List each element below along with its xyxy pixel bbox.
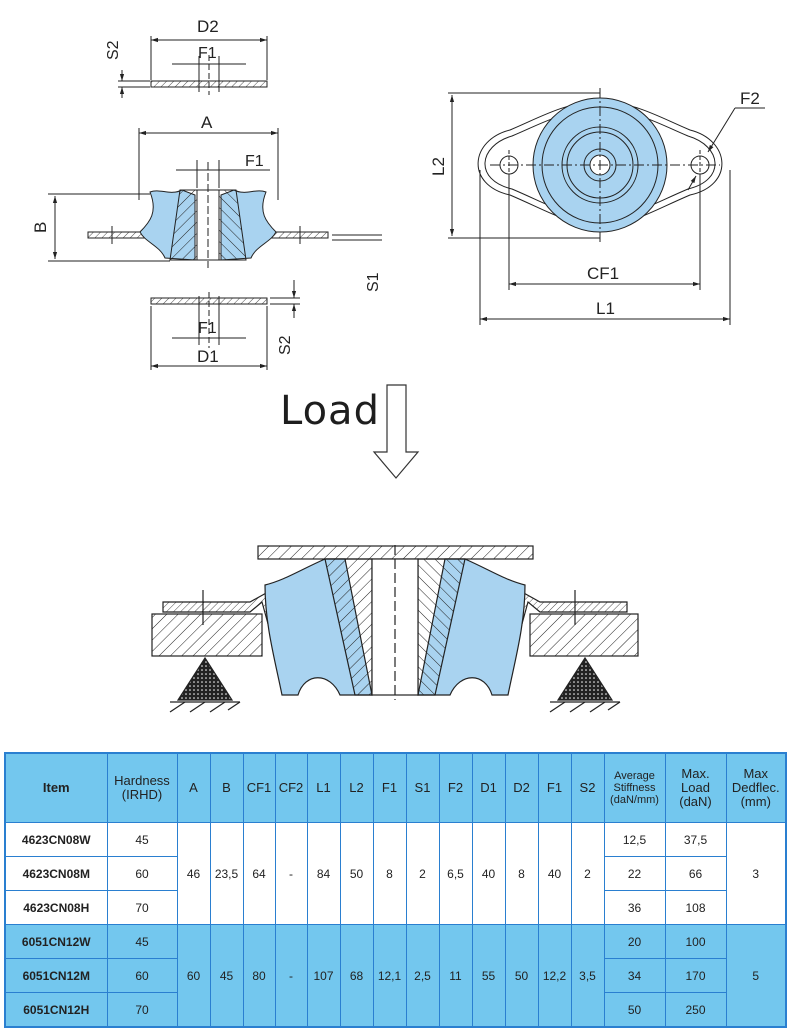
cell-f2: 11	[438, 924, 473, 1028]
top-washer-drawing	[118, 36, 268, 98]
label-cf1: CF1	[587, 264, 619, 283]
cell-item: 6051CN12M	[4, 958, 108, 993]
label-f1-mid: F1	[245, 153, 264, 170]
header-l2: L2	[339, 752, 374, 823]
cell-hardness: 60	[106, 958, 178, 993]
cell-load: 250	[664, 992, 727, 1028]
specification-table: Item Hardness(IRHD) A B CF1 CF2 L1 L2 F1…	[4, 752, 787, 1028]
cell-item: 6051CN12W	[4, 924, 108, 959]
label-d2: D2	[197, 17, 219, 36]
table-row: 6051CN12W 45 60 45 80 - 107 68 12,1 2,5 …	[4, 924, 787, 1028]
cell-d1: 55	[471, 924, 506, 1028]
cell-s2: 3,5	[570, 924, 605, 1028]
cell-hardness: 45	[106, 822, 178, 857]
cell-s1: 2,5	[405, 924, 440, 1028]
table-row: 6051CN12M 60 34 170	[4, 958, 786, 993]
label-b: B	[31, 222, 50, 233]
cell-cf1: 80	[242, 924, 276, 1028]
load-arrow-icon	[372, 384, 420, 479]
cell-item: 4623CN08M	[4, 856, 108, 891]
cell-l2: 50	[339, 822, 374, 925]
cell-load: 100	[664, 924, 727, 959]
cell-stiffness: 36	[603, 890, 666, 925]
cell-deflection: 5	[725, 924, 787, 1028]
technical-drawings: D2 F1 S2 A F1 B S1 F1 D1	[31, 17, 765, 713]
cell-load: 66	[664, 856, 727, 891]
cell-l1: 84	[306, 822, 341, 925]
header-b: B	[209, 752, 244, 823]
load-label: Load	[280, 388, 380, 434]
label-d1: D1	[197, 347, 219, 366]
header-f2: F2	[438, 752, 473, 823]
header-s1: S1	[405, 752, 440, 823]
header-cf1: CF1	[242, 752, 276, 823]
cell-hardness: 70	[106, 890, 178, 925]
label-f2: F2	[740, 89, 760, 108]
cell-hardness: 60	[106, 856, 178, 891]
header-max-load: Max.Load(daN)	[664, 752, 727, 823]
cell-s1: 2	[405, 822, 440, 925]
header-l1: L1	[306, 752, 341, 823]
label-f1-bot: F1	[198, 320, 217, 337]
table-row: 6051CN12H 70 50 250	[4, 992, 786, 1028]
cell-d2: 50	[504, 924, 539, 1028]
cell-load: 108	[664, 890, 727, 925]
cell-d2: 8	[504, 822, 539, 925]
header-a: A	[176, 752, 211, 823]
cell-deflection: 3	[725, 822, 787, 925]
header-item: Item	[4, 752, 108, 823]
header-f1: F1	[372, 752, 407, 823]
cell-l1: 107	[306, 924, 341, 1028]
cell-cf1: 64	[242, 822, 276, 925]
cell-load: 170	[664, 958, 727, 993]
cell-a: 46	[176, 822, 211, 925]
header-d2: D2	[504, 752, 539, 823]
label-a: A	[201, 113, 213, 132]
cell-item: 4623CN08H	[4, 890, 108, 925]
header-d1: D1	[471, 752, 506, 823]
cell-b: 45	[209, 924, 244, 1028]
cell-b: 23,5	[209, 822, 244, 925]
table-header-row: Item Hardness(IRHD) A B CF1 CF2 L1 L2 F1…	[4, 752, 787, 823]
header-hardness: Hardness(IRHD)	[106, 752, 178, 823]
cell-stiffness: 34	[603, 958, 666, 993]
label-s2-bot: S2	[277, 335, 294, 355]
bottom-washer-drawing	[150, 280, 300, 370]
label-l2: L2	[429, 157, 448, 176]
cell-stiffness: 20	[603, 924, 666, 959]
cell-hardness: 70	[106, 992, 178, 1028]
header-s2: S2	[570, 752, 605, 823]
cell-s2: 2	[570, 822, 605, 925]
cell-cf2: -	[274, 822, 308, 925]
cell-item: 6051CN12H	[4, 992, 108, 1028]
cell-f1b: 40	[537, 822, 572, 925]
cell-f1: 8	[372, 822, 407, 925]
cell-item: 4623CN08W	[4, 822, 108, 857]
label-f1-top: F1	[198, 45, 217, 62]
cell-stiffness: 22	[603, 856, 666, 891]
header-cf2: CF2	[274, 752, 308, 823]
installed-assembly-drawing	[151, 545, 639, 713]
mount-section-drawing	[48, 128, 382, 268]
cell-f1: 12,1	[372, 924, 407, 1028]
label-s2-top: S2	[105, 40, 122, 60]
cell-f1b: 12,2	[537, 924, 572, 1028]
cell-f2: 6,5	[438, 822, 473, 925]
table-row: 4623CN08M 60 22 66	[4, 856, 786, 891]
table-row: 4623CN08W 45 46 23,5 64 - 84 50 8 2 6,5 …	[4, 822, 787, 925]
top-view-drawing	[448, 88, 765, 325]
cell-stiffness: 12,5	[603, 822, 666, 857]
label-l1: L1	[596, 299, 615, 318]
cell-d1: 40	[471, 822, 506, 925]
cell-a: 60	[176, 924, 211, 1028]
cell-l2: 68	[339, 924, 374, 1028]
header-f1b: F1	[537, 752, 572, 823]
label-s1: S1	[365, 272, 382, 292]
cell-cf2: -	[274, 924, 308, 1028]
cell-load: 37,5	[664, 822, 727, 857]
cell-hardness: 45	[106, 924, 178, 959]
cell-stiffness: 50	[603, 992, 666, 1028]
